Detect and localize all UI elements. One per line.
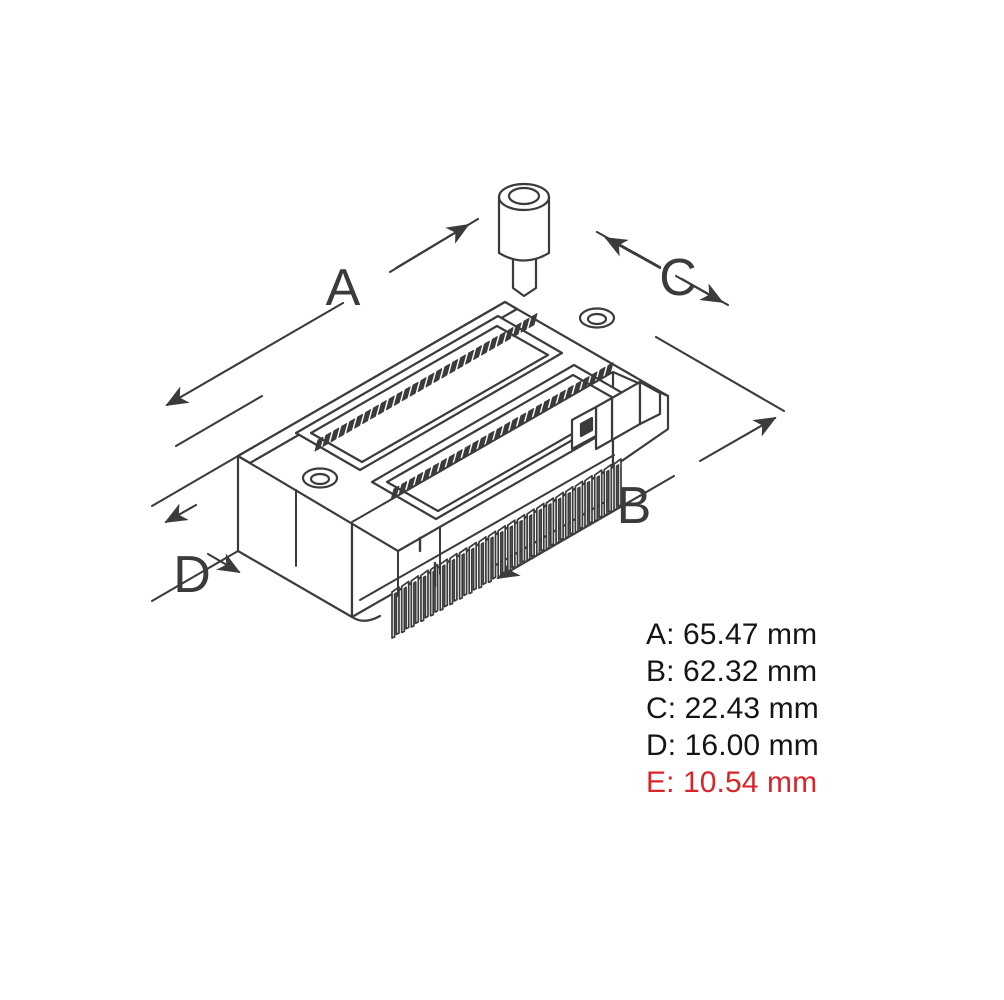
socket-pin — [449, 552, 458, 606]
callout-label-d: D — [173, 546, 211, 604]
mounting-hole-lower-left — [301, 467, 339, 489]
socket-pin — [564, 485, 574, 539]
socket-pin — [420, 569, 429, 623]
contact-tooth — [370, 404, 379, 420]
dimension-row-c: C: 22.43 mm — [646, 692, 819, 725]
contact-tooth — [377, 400, 387, 415]
contact-tooth — [512, 322, 522, 338]
socket-pin — [593, 469, 603, 522]
socket-pin — [400, 580, 410, 634]
lever-knob-body — [497, 195, 551, 262]
socket-pin — [468, 541, 478, 595]
socket-pin — [439, 558, 449, 612]
contact-tooth — [409, 381, 419, 397]
socket-pin — [613, 458, 622, 511]
contact-tooth — [457, 354, 467, 370]
contact-tooth — [322, 432, 332, 447]
contact-tooth — [417, 377, 427, 393]
contact-slot-upper — [294, 313, 564, 472]
contact-tooth — [520, 317, 530, 333]
contact-tooth — [441, 363, 451, 379]
callout-label-a: A — [326, 259, 361, 317]
socket-pin — [497, 524, 507, 578]
zif-socket-body — [236, 182, 670, 639]
front-face-ticks — [418, 536, 437, 588]
contact-tooth — [330, 427, 340, 443]
lever-knob-top-inner — [507, 186, 541, 206]
contact-tooth — [433, 368, 443, 383]
contact-tooth — [465, 349, 475, 365]
slot-upper-inner-floor — [309, 324, 550, 464]
contact-tooth — [473, 345, 482, 361]
contact-tooth — [401, 386, 411, 402]
slot-upper-contacts — [314, 313, 538, 452]
front-corner-radius — [350, 614, 382, 622]
contact-tooth — [496, 331, 506, 347]
dimension-row-b: B: 62.32 mm — [646, 655, 818, 688]
socket-pin — [526, 508, 535, 561]
dimension-d — [150, 454, 241, 603]
socket-pin — [506, 519, 516, 573]
socket-pin — [545, 497, 555, 550]
socket-pin — [458, 547, 468, 600]
contact-tooth — [481, 340, 490, 356]
socket-pin — [478, 536, 487, 589]
callout-label-c: C — [659, 249, 697, 307]
contact-tooth — [393, 391, 403, 406]
contact-tooth — [346, 418, 356, 434]
dimension-a — [165, 217, 480, 448]
socket-pin — [535, 502, 545, 556]
contact-tooth — [488, 336, 498, 351]
callout-label-b: B — [617, 477, 652, 535]
dimension-c — [595, 230, 730, 307]
socket-pin — [555, 491, 564, 545]
socket-pin — [574, 480, 584, 534]
mounting-hole-upper-right — [578, 307, 616, 329]
dimension-legend: A: 65.47 mm B: 62.32 mm C: 22.43 mm D: 1… — [646, 616, 986, 801]
side-latch-detail — [570, 380, 662, 451]
top-lip-left — [236, 300, 519, 465]
socket-pin — [584, 474, 593, 528]
contact-tooth — [385, 395, 395, 411]
contact-tooth — [425, 372, 435, 388]
zif-actuator-lever[interactable] — [497, 182, 551, 298]
dimension-row-a: A: 65.47 mm — [646, 618, 818, 651]
contact-tooth — [504, 327, 514, 342]
contact-tooth — [528, 313, 538, 329]
front-skirt-lines — [295, 371, 615, 601]
contact-tooth — [314, 436, 324, 452]
contact-tooth — [354, 413, 364, 429]
dimension-row-e: E: 10.54 mm — [646, 766, 818, 799]
socket-pin — [603, 463, 613, 517]
contact-tooth — [338, 423, 348, 438]
contact-tooth — [362, 409, 371, 425]
contact-tooth — [449, 359, 459, 374]
socket-pin — [391, 586, 400, 639]
dimension-row-d: D: 16.00 mm — [646, 729, 819, 762]
socket-pin — [487, 530, 497, 584]
socket-pin — [516, 513, 526, 567]
pin-array — [391, 458, 622, 639]
socket-pin — [410, 575, 420, 628]
